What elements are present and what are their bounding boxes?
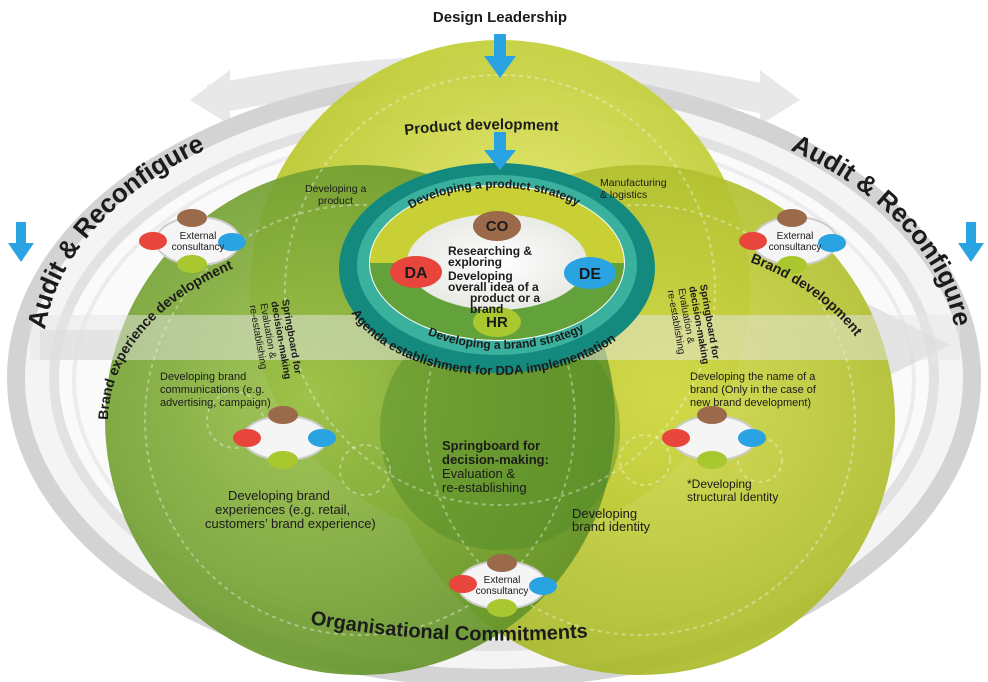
product-development-label: Product development xyxy=(403,116,559,139)
svg-text:communications (e.g.: communications (e.g. xyxy=(160,384,265,396)
da-badge-label: DA xyxy=(404,265,428,282)
svg-text:*Developing: *Developing xyxy=(687,477,752,491)
hub-left-lower xyxy=(233,406,336,469)
brand-communications-text: Developing brand communications (e.g. ad… xyxy=(160,371,271,409)
svg-text:experiences (e.g. retail,: experiences (e.g. retail, xyxy=(215,502,350,517)
consultancy-left-line-2: consultancy xyxy=(172,242,225,253)
center-line-5: product or a xyxy=(470,291,540,305)
consultancy-hub-right xyxy=(739,209,846,274)
svg-text:re-establishing: re-establishing xyxy=(442,480,527,495)
hr-badge xyxy=(473,307,521,337)
design-leadership-title: Design Leadership xyxy=(433,9,567,26)
svg-text:brand identity: brand identity xyxy=(572,519,651,534)
developing-product-line-1: Developing a xyxy=(305,183,366,195)
brand-name-text: Developing the name of a brand (Only in … xyxy=(690,371,817,409)
svg-text:brand (Only in the case of: brand (Only in the case of xyxy=(690,384,817,396)
consultancy-right-line-2: consultancy xyxy=(769,242,822,253)
svg-text:new brand development): new brand development) xyxy=(690,397,811,409)
svg-text:advertising, campaign): advertising, campaign) xyxy=(160,397,271,409)
svg-text:Springboard for: Springboard for xyxy=(442,438,540,453)
svg-text:Developing brand: Developing brand xyxy=(160,371,246,383)
manufacturing-line-1: Manufacturing xyxy=(600,177,667,189)
structural-identity-text: *Developing structural Identity xyxy=(687,477,778,504)
right-down-arrow-icon xyxy=(958,222,984,262)
consultancy-right-line-1: External xyxy=(777,231,814,242)
center-line-6: brand xyxy=(470,302,503,316)
core-center-text: Researching & exploring Developing overa… xyxy=(448,244,540,316)
co-badge xyxy=(473,211,521,241)
brand-identity-text: Developing brand identity xyxy=(572,506,651,534)
da-badge xyxy=(390,256,442,288)
center-line-1: Researching & xyxy=(448,244,532,258)
consultancy-bottom-line-1: External xyxy=(484,575,521,586)
core-center xyxy=(407,214,587,310)
consultancy-bottom-line-2: consultancy xyxy=(476,586,529,597)
svg-text:Developing the name of a: Developing the name of a xyxy=(690,371,816,383)
svg-text:Evaluation &: Evaluation & xyxy=(442,466,515,481)
developing-product-line-2: product xyxy=(318,195,353,207)
top-down-arrow-icon xyxy=(484,34,516,78)
de-badge-label: DE xyxy=(579,266,602,283)
hub-right-lower xyxy=(662,406,766,469)
center-line-4: overall idea of a xyxy=(448,280,539,294)
left-down-arrow-icon xyxy=(8,222,34,262)
center-springboard-text: Springboard for decision-making: Evaluat… xyxy=(442,438,549,495)
svg-text:customers’ brand experience): customers’ brand experience) xyxy=(205,516,376,531)
center-line-3: Developing xyxy=(448,269,513,283)
co-badge-label: CO xyxy=(486,218,509,235)
hr-badge-label: HR xyxy=(486,314,508,331)
blue-arrows xyxy=(8,34,984,262)
svg-text:decision-making:: decision-making: xyxy=(442,452,549,467)
overlap-zone xyxy=(380,310,620,550)
brand-experiences-text: Developing brand experiences (e.g. retai… xyxy=(205,488,376,531)
decorative-dashed-circles xyxy=(144,74,856,636)
center-line-2: exploring xyxy=(448,255,502,269)
consultancy-left-line-1: External xyxy=(180,231,217,242)
inner-down-arrow-icon xyxy=(484,132,516,170)
svg-text:structural Identity: structural Identity xyxy=(687,490,778,504)
de-badge xyxy=(564,257,616,289)
consultancy-hub-bottom xyxy=(449,554,557,617)
svg-text:Developing: Developing xyxy=(572,506,637,521)
consultancy-hub-left xyxy=(139,209,246,273)
manufacturing-line-2: & logistics xyxy=(600,189,647,201)
svg-text:Developing brand: Developing brand xyxy=(228,488,330,503)
